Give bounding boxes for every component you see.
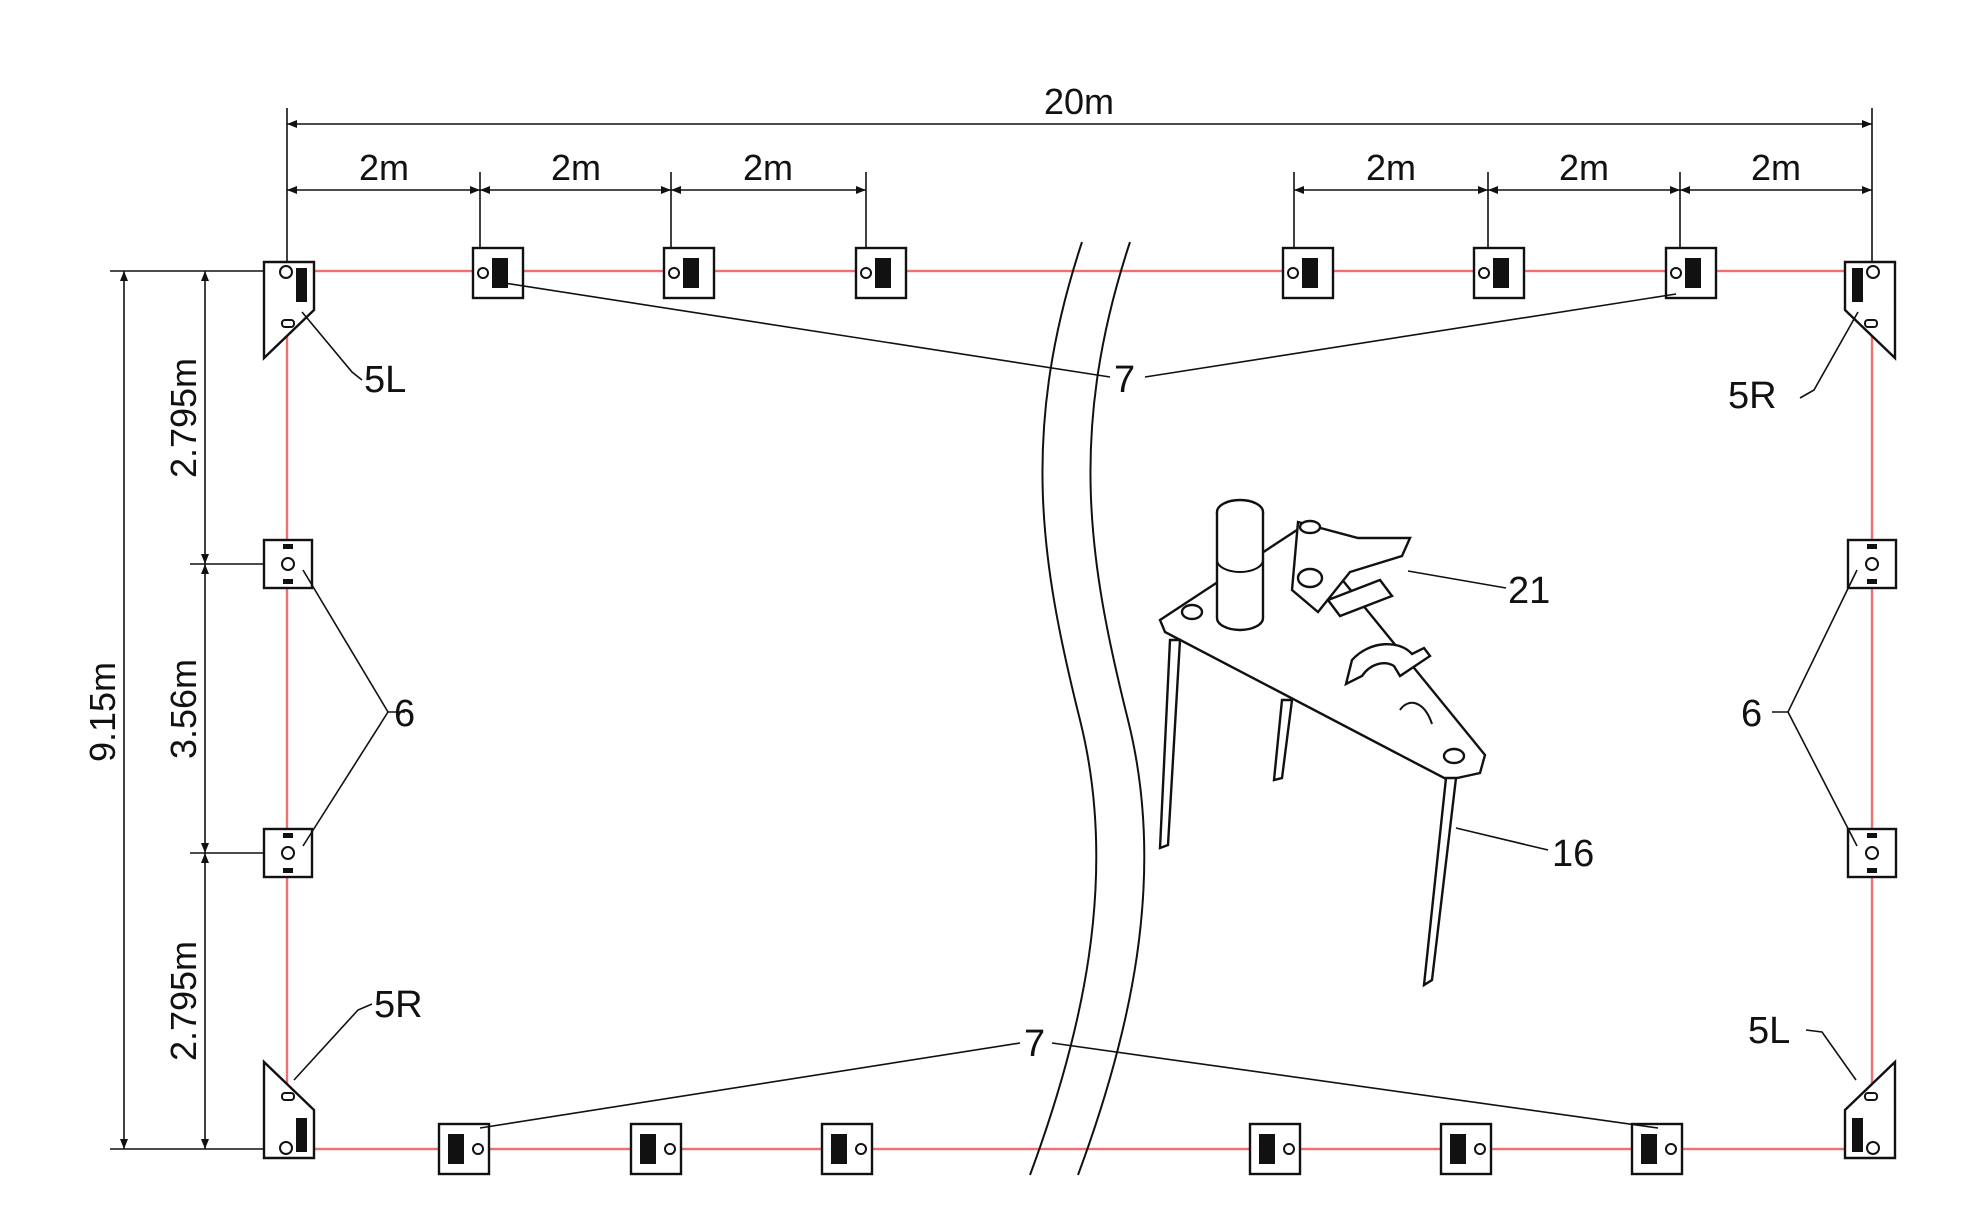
bottom-anchor-row	[437, 1122, 1684, 1176]
callout-corner-bottom-left: 5R	[374, 984, 423, 1026]
corner-bracket-bottom-left	[262, 1059, 316, 1160]
callout-labels: 5L 5R 5R 5L 6 6 7 7 21 16	[364, 359, 1790, 1065]
top-anchor	[471, 246, 525, 300]
callout-corner-top-right: 5R	[1728, 375, 1777, 417]
width-dimension: 20m	[286, 81, 1873, 268]
top-anchor-row	[471, 246, 1718, 300]
spacing-label: 2m	[1366, 147, 1416, 188]
leader-lines	[293, 282, 1859, 1129]
segment-label: 3.56m	[163, 659, 204, 759]
overall-width-label: 20m	[1044, 81, 1114, 122]
side-anchor-right-upper	[1846, 538, 1898, 590]
corner-bracket-bottom-right	[1843, 1059, 1897, 1160]
top-right-spacing-dimensions: 2m 2m 2m	[1293, 147, 1872, 250]
segment-label: 2.795m	[163, 941, 204, 1061]
spacing-label: 2m	[359, 147, 409, 188]
bottom-anchor	[437, 1122, 491, 1176]
callout-corner-top-left: 5L	[364, 359, 406, 401]
corner-bracket-top-right	[1843, 260, 1897, 361]
side-segment-dimensions: 2.795m 3.56m 2.795m	[163, 271, 280, 1149]
callout-bottom-anchors: 7	[1024, 1023, 1045, 1065]
side-anchor-left-upper	[262, 538, 314, 590]
top-left-spacing-dimensions: 2m 2m 2m	[287, 147, 867, 250]
spacing-label: 2m	[551, 147, 601, 188]
side-anchor-right-lower	[1846, 827, 1898, 879]
spacing-label: 2m	[1751, 147, 1801, 188]
corner-bracket-top-left	[262, 260, 316, 361]
spacing-label: 2m	[743, 147, 793, 188]
overall-height-label: 9.15m	[82, 662, 123, 762]
callout-detail-spike: 16	[1552, 833, 1594, 875]
callout-detail-bracket: 21	[1508, 570, 1550, 612]
segment-label: 2.795m	[163, 358, 204, 478]
top-anchor	[1472, 246, 1526, 300]
bottom-anchor	[1630, 1122, 1684, 1176]
perimeter-outline	[285, 269, 1874, 1151]
height-dimension: 9.15m	[82, 270, 280, 1150]
bottom-anchor	[1248, 1122, 1302, 1176]
top-anchor	[662, 246, 716, 300]
spacing-label: 2m	[1559, 147, 1609, 188]
bottom-anchor	[820, 1122, 874, 1176]
callout-side-right: 6	[1741, 693, 1762, 735]
top-anchor	[854, 246, 908, 300]
break-lines	[1029, 241, 1146, 1176]
callout-corner-bottom-right: 5L	[1748, 1010, 1790, 1052]
callout-side-left: 6	[394, 693, 415, 735]
bottom-anchor	[1439, 1122, 1493, 1176]
ground-plate-detail	[1158, 498, 1487, 988]
side-anchor-left-lower	[262, 827, 314, 879]
bottom-anchor	[629, 1122, 683, 1176]
top-anchor	[1664, 246, 1718, 300]
callout-top-anchors: 7	[1114, 359, 1135, 401]
top-anchor	[1281, 246, 1335, 300]
